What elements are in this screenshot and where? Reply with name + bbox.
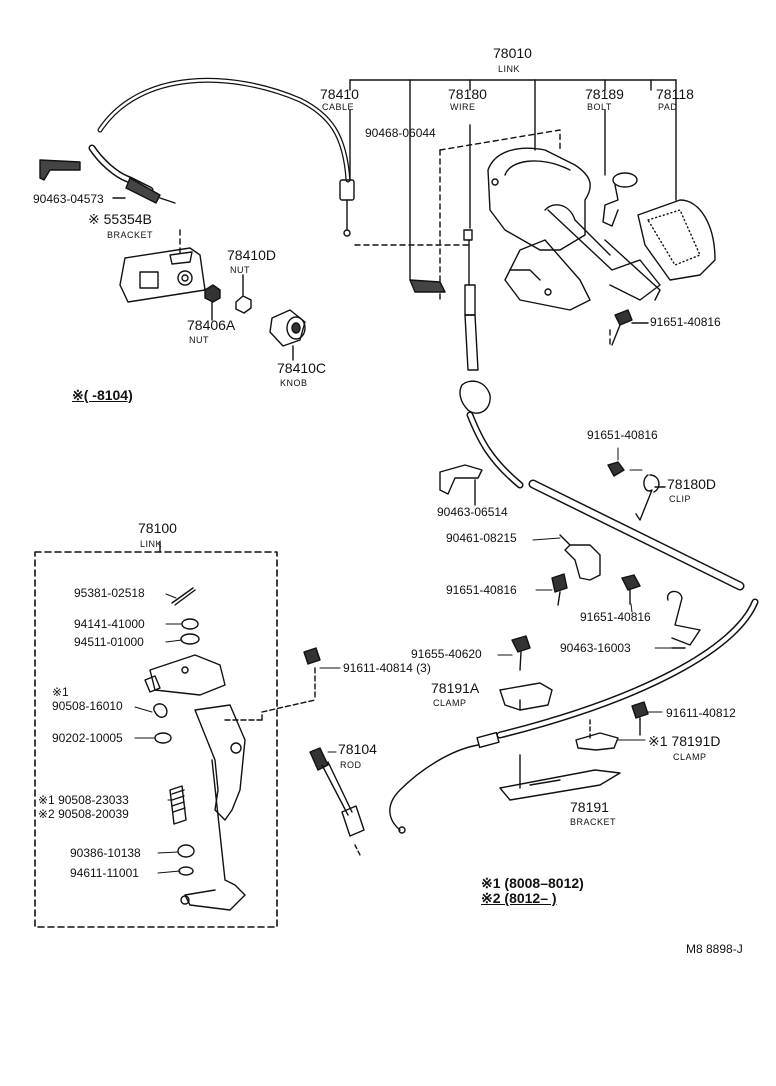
bracket-78191	[499, 719, 621, 801]
leader-78010	[349, 79, 677, 281]
label-78406a-sub: NUT	[189, 335, 209, 345]
label-78410c-sub: KNOB	[280, 378, 308, 388]
label-78191d-sub: CLAMP	[673, 752, 707, 762]
label-91611-40814: 91611-40814 (3)	[343, 661, 431, 675]
label-78010-sub: LINK	[498, 64, 521, 74]
label-78191-sub: BRACKET	[570, 817, 617, 827]
lower-cable	[389, 598, 759, 834]
label-90386-10138: 90386-10138	[70, 846, 141, 860]
tube	[528, 479, 745, 591]
label-78191a-sub: CLAMP	[433, 698, 467, 708]
pedal-assembly	[487, 147, 661, 311]
label-91655-40620: 91655-40620	[411, 647, 482, 661]
link-78100-box	[34, 541, 278, 928]
nuts	[204, 274, 252, 321]
link-78100-parts	[144, 587, 316, 911]
label-90468-06044: 90468-06044	[365, 126, 436, 140]
label-78010: 78010	[493, 45, 532, 61]
label-78406a: 78406A	[187, 317, 236, 333]
bracket-55354b	[119, 247, 206, 303]
wire-78180	[459, 124, 524, 489]
label-78410: 78410	[320, 86, 359, 102]
label-91651-40816-c: 91651-40816	[446, 583, 517, 597]
bolt-91651-pedal	[611, 309, 649, 346]
label-78410d: 78410D	[227, 247, 277, 263]
bracket-90461	[559, 534, 601, 581]
rod-78104	[309, 747, 365, 856]
label-78189-sub: BOLT	[587, 102, 612, 112]
label-78191a: 78191A	[431, 680, 480, 696]
label-95381-02518: 95381-02518	[74, 586, 145, 600]
label-55354b: ※ 55354B	[88, 211, 152, 227]
label-94141-41000: 94141-41000	[74, 617, 145, 631]
dashed-guides	[179, 129, 611, 346]
clip-78180d	[607, 461, 666, 521]
label-78100: 78100	[138, 520, 177, 536]
note-variant-2: ※2 (8012– )	[481, 890, 557, 906]
label-90461-08215: 90461-08215	[446, 531, 517, 545]
clamp-78191d	[575, 701, 649, 751]
label-78189: 78189	[585, 86, 624, 102]
label-star1: ※1	[52, 685, 69, 699]
label-90508-23033: ※1 90508-23033	[38, 793, 129, 807]
label-78100-sub: LINK	[140, 539, 163, 549]
label-91611-40812: 91611-40812	[666, 706, 736, 720]
label-78118: 78118	[656, 86, 694, 102]
label-78180d-sub: CLIP	[669, 494, 692, 504]
label-90202-10005: 90202-10005	[52, 731, 123, 745]
label-78104: 78104	[338, 741, 377, 757]
bolt-78189	[602, 109, 638, 227]
label-91651-40816-a: 91651-40816	[650, 315, 721, 329]
label-55354b-sub: BRACKET	[107, 230, 154, 240]
cable-78410	[39, 77, 355, 237]
bracket-90463-06514	[439, 464, 483, 506]
label-78191: 78191	[570, 799, 609, 815]
label-78191d: ※1 78191D	[648, 733, 721, 749]
label-91651-40816-d: 91651-40816	[580, 610, 651, 624]
diagram-code: M8 8898-J	[686, 942, 743, 956]
leader-lines	[134, 447, 673, 874]
label-91651-40816-b: 91651-40816	[587, 428, 658, 442]
label-78104-sub: ROD	[340, 760, 362, 770]
clamp-78191a	[499, 635, 553, 711]
knob-78410c	[269, 309, 306, 361]
label-94611-11001: 94611-11001	[70, 866, 139, 880]
pad-78118	[637, 199, 716, 281]
label-78410-sub: CABLE	[322, 102, 355, 112]
note-variant-1: ※1 (8008–8012)	[481, 875, 584, 891]
label-78180: 78180	[448, 86, 487, 102]
label-94511-01000: 94511-01000	[74, 635, 144, 649]
note-8104: ※( -8104)	[72, 387, 133, 403]
label-90508-20039: ※2 90508-20039	[38, 807, 129, 821]
label-78118-sub: PAD	[658, 102, 678, 112]
label-78410c: 78410C	[277, 360, 327, 376]
label-78180d: 78180D	[667, 476, 717, 492]
label-90463-16003: 90463-16003	[560, 641, 631, 655]
label-90463-04573: 90463-04573	[33, 192, 104, 206]
label-90508-16010: 90508-16010	[52, 699, 123, 713]
label-78180-sub: WIRE	[450, 102, 476, 112]
label-78410d-sub: NUT	[230, 265, 250, 275]
label-90463-06514: 90463-06514	[437, 505, 508, 519]
